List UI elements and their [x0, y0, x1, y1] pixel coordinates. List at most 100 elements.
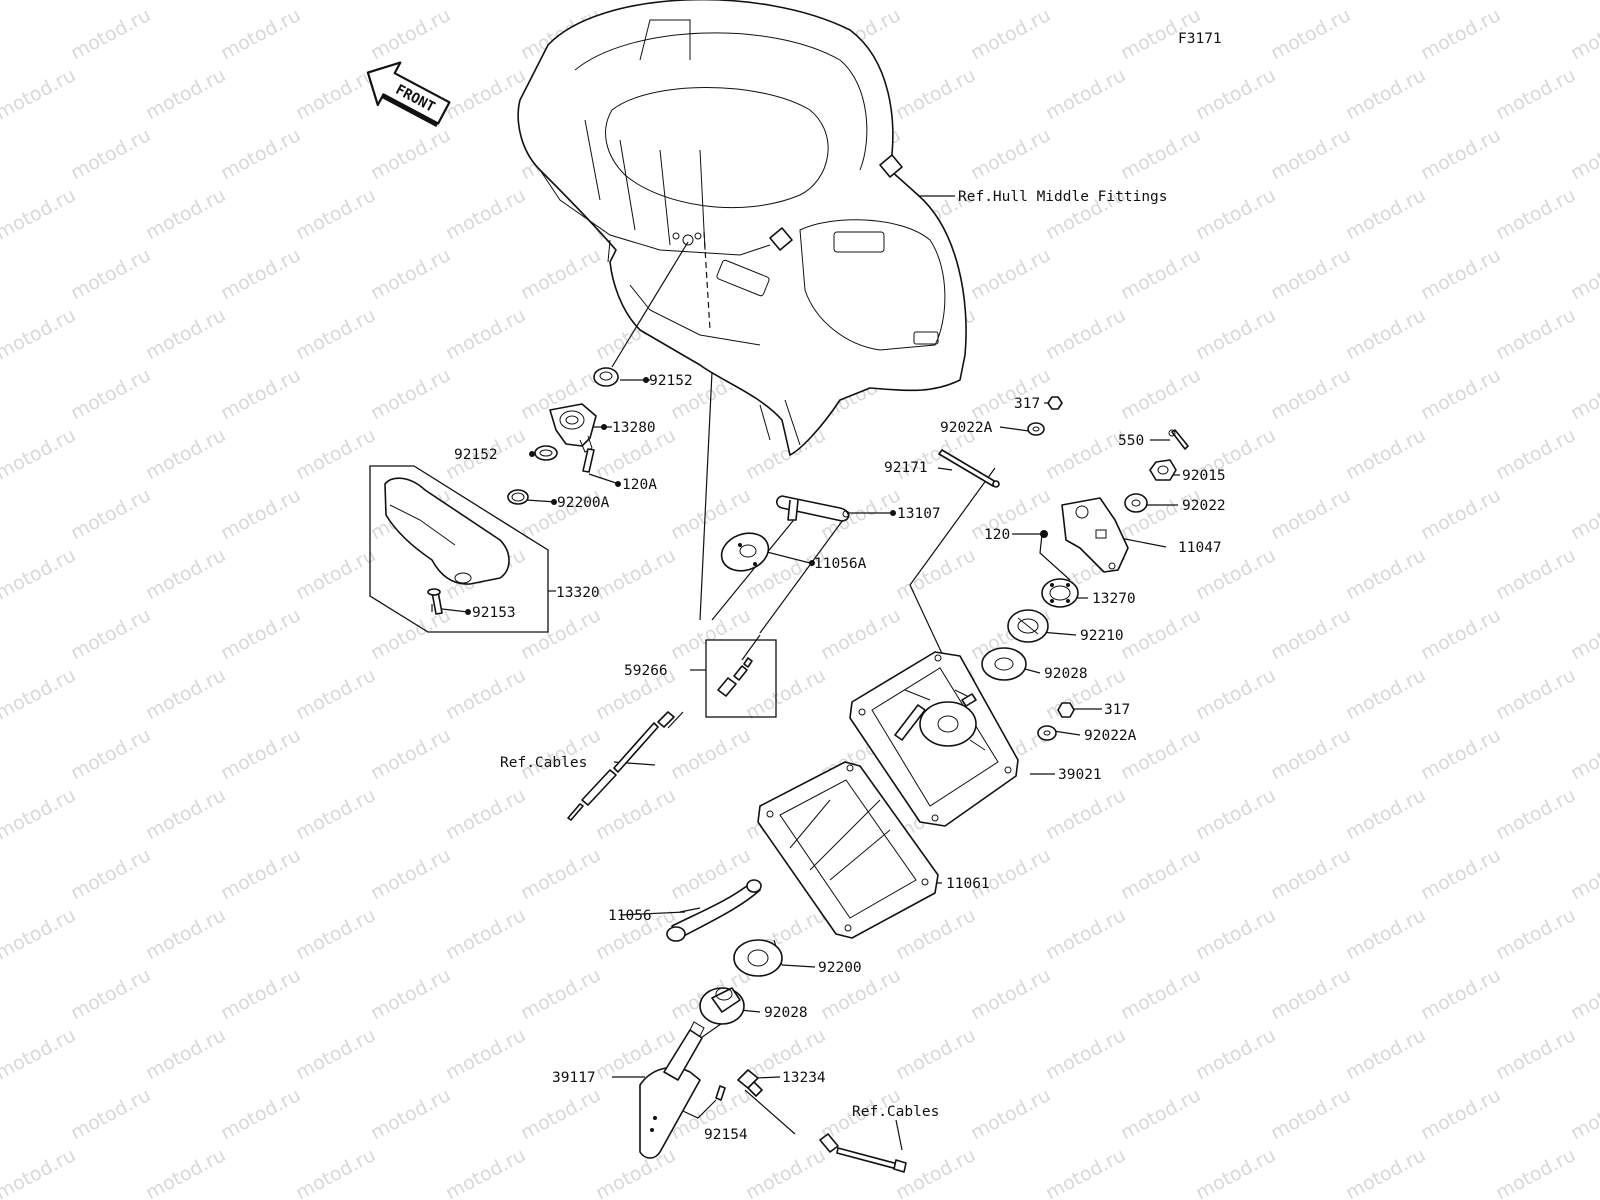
watermark-text: motod.ru	[1042, 1144, 1129, 1200]
watermark-text: motod.ru	[217, 244, 304, 304]
watermark-text: motod.ru	[1117, 844, 1204, 904]
watermark-text: motod.ru	[1492, 64, 1579, 124]
watermark-text: motod.ru	[1417, 484, 1504, 544]
watermark-text: motod.ru	[892, 544, 979, 604]
watermark-text: motod.ru	[292, 424, 379, 484]
watermark-text: motod.ru	[1492, 664, 1579, 724]
watermark-text: motod.ru	[967, 844, 1054, 904]
watermark-text: motod.ru	[1417, 604, 1504, 664]
watermark-text: motod.ru	[217, 484, 304, 544]
watermark-text: motod.ru	[1117, 1084, 1204, 1144]
watermark-text: motod.ru	[1567, 604, 1600, 664]
watermark-text: motod.ru	[1492, 424, 1579, 484]
watermark-text: motod.ru	[892, 0, 979, 4]
watermark-text: motod.ru	[1342, 1024, 1429, 1084]
watermark-text: motod.ru	[1192, 0, 1279, 4]
part-92210-seal	[1007, 609, 1049, 643]
watermark-text: motod.ru	[0, 904, 79, 964]
watermark-text: motod.ru	[1042, 784, 1129, 844]
watermark-text: motod.ru	[1117, 124, 1204, 184]
callout-11061: 11061	[946, 876, 990, 892]
watermark-text: motod.ru	[1267, 1084, 1354, 1144]
callout-13107: 13107	[897, 506, 941, 522]
watermark-text: motod.ru	[1342, 664, 1429, 724]
callout-92200A: 92200A	[557, 495, 610, 511]
watermark-text: motod.ru	[217, 1084, 304, 1144]
watermark-text: motod.ru	[1567, 4, 1600, 64]
watermark-text: motod.ru	[1492, 784, 1579, 844]
watermark-text: motod.ru	[517, 844, 604, 904]
callout-92028: 92028	[1044, 666, 1088, 682]
watermark-text: motod.ru	[517, 484, 604, 544]
part-92022-washer	[1124, 493, 1148, 513]
watermark-text: motod.ru	[292, 64, 379, 124]
callout-ref-cables: Ref.Cables	[500, 755, 587, 771]
watermark-text: motod.ru	[442, 784, 529, 844]
watermark-text: motod.ru	[292, 664, 379, 724]
watermark-text: motod.ru	[142, 664, 229, 724]
watermark-text: motod.ru	[1192, 664, 1279, 724]
watermark-text: motod.ru	[1417, 1084, 1504, 1144]
part-120A-screw	[582, 448, 621, 487]
callout-11056A: 11056A	[814, 556, 867, 572]
watermark-text: motod.ru	[442, 64, 529, 124]
watermark-text: motod.ru	[517, 1084, 604, 1144]
part-92152-grommet-2	[529, 445, 558, 461]
watermark-text: motod.ru	[967, 4, 1054, 64]
callout-13270: 13270	[1092, 591, 1136, 607]
watermark-text: motod.ru	[1342, 0, 1429, 4]
callout-13280: 13280	[612, 420, 656, 436]
watermark-text: motod.ru	[442, 1024, 529, 1084]
watermark-text: motod.ru	[1567, 364, 1600, 424]
watermark-text: motod.ru	[67, 724, 154, 784]
watermark-text: motod.ru	[142, 184, 229, 244]
part-92154-bolt	[715, 1085, 726, 1101]
watermark-text: motod.ru	[0, 1144, 79, 1200]
part-92028-washer	[981, 647, 1027, 681]
watermark-text: motod.ru	[1117, 964, 1204, 1024]
watermark-text: motod.ru	[67, 1084, 154, 1144]
watermark-text: motod.ru	[1417, 724, 1504, 784]
callout-92152-2: 92152	[454, 447, 498, 463]
watermark-text: motod.ru	[442, 904, 529, 964]
callout-92015: 92015	[1182, 468, 1226, 484]
callout-92171: 92171	[884, 460, 928, 476]
watermark-text: motod.ru	[367, 964, 454, 1024]
part-39117-shaft	[639, 1021, 705, 1159]
watermark-text: motod.ru	[367, 364, 454, 424]
watermark-text: motod.ru	[292, 544, 379, 604]
watermark-text: motod.ru	[967, 364, 1054, 424]
watermark-text: motod.ru	[517, 244, 604, 304]
part-11056A-plate	[720, 532, 815, 572]
watermark-text: motod.ru	[1342, 184, 1429, 244]
watermark-text: motod.ru	[442, 664, 529, 724]
watermark-text: motod.ru	[517, 964, 604, 1024]
watermark-text: motod.ru	[292, 0, 379, 4]
hull-middle-fittings	[517, 0, 967, 456]
part-13280-bracket	[549, 403, 607, 453]
watermark-text: motod.ru	[1417, 364, 1504, 424]
watermark-text: motod.ru	[1492, 304, 1579, 364]
part-92015-nut	[1149, 459, 1177, 481]
callout-317: 317	[1014, 396, 1040, 412]
part-13270-hub	[1041, 578, 1079, 608]
watermark-text: motod.ru	[1117, 364, 1204, 424]
watermark-text: motod.ru	[142, 304, 229, 364]
watermark-text: motod.ru	[0, 544, 79, 604]
watermark-text: motod.ru	[967, 244, 1054, 304]
watermark-text: motod.ru	[217, 364, 304, 424]
watermark-text: motod.ru	[67, 844, 154, 904]
watermark-text: motod.ru	[0, 0, 79, 4]
callout-ref-hull: Ref.Hull Middle Fittings	[958, 189, 1168, 205]
callout-ref-cables-2: Ref.Cables	[852, 1104, 939, 1120]
watermark-text: motod.ru	[1342, 304, 1429, 364]
callout-92022: 92022	[1182, 498, 1226, 514]
watermark-text: motod.ru	[292, 784, 379, 844]
watermark-text: motod.ru	[1192, 904, 1279, 964]
watermark-text: motod.ru	[1192, 184, 1279, 244]
watermark-text: motod.ru	[1267, 124, 1354, 184]
watermark-text: motod.ru	[1042, 904, 1129, 964]
watermark-text: motod.ru	[142, 544, 229, 604]
watermark-text: motod.ru	[292, 184, 379, 244]
watermark-text: motod.ru	[67, 244, 154, 304]
